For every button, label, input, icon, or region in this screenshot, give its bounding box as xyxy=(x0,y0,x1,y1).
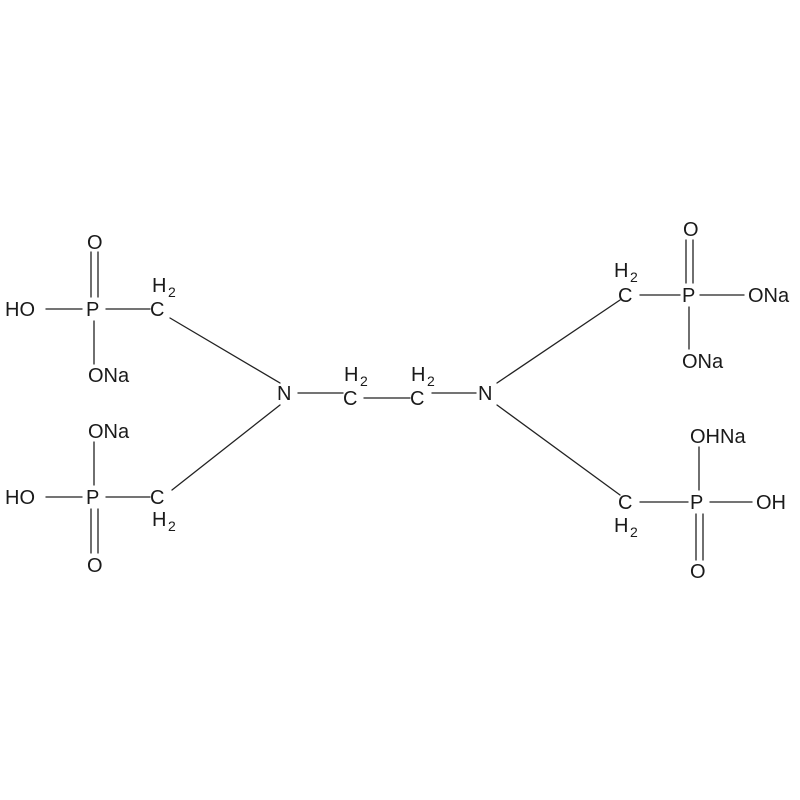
atom-c-ll: C xyxy=(150,487,164,509)
central-bridge: N N C H 2 C H 2 xyxy=(277,364,492,410)
atom-h-sub-ur: 2 xyxy=(630,269,638,285)
atom-p-ul: P xyxy=(86,299,99,321)
atom-h-lr: H xyxy=(614,515,628,537)
atom-h-bridge-left: H xyxy=(344,364,358,386)
atom-o-lr: O xyxy=(690,561,706,583)
atom-c-ul: C xyxy=(150,299,164,321)
bond-nr-c-lr xyxy=(496,404,621,496)
atom-h-ur: H xyxy=(614,260,628,282)
atom-ona-ur-right: ONa xyxy=(748,285,790,307)
atom-h-sub-ul: 2 xyxy=(168,284,176,300)
atom-o-ll: O xyxy=(87,555,103,577)
group-lower-right: C H 2 P OHNa OH O xyxy=(614,426,786,583)
atom-h-sub-bridge-right: 2 xyxy=(427,373,435,389)
bonds xyxy=(45,239,753,561)
atom-h-ll: H xyxy=(152,509,166,531)
group-upper-right: C H 2 P O ONa ONa xyxy=(614,219,790,373)
group-upper-left: C H 2 P O HO ONa xyxy=(5,232,176,387)
atom-n-left: N xyxy=(277,383,291,405)
atom-ona-ll: ONa xyxy=(88,421,130,443)
atom-p-lr: P xyxy=(690,492,703,514)
atom-p-ll: P xyxy=(86,487,99,509)
atom-c-bridge-left: C xyxy=(343,388,357,410)
atom-ohna-lr: OHNa xyxy=(690,426,746,448)
atom-ho-ll: HO xyxy=(5,487,35,509)
atom-h-ul: H xyxy=(152,275,166,297)
atom-c-lr: C xyxy=(618,492,632,514)
atom-p-ur: P xyxy=(682,285,695,307)
atom-ho-ul: HO xyxy=(5,299,35,321)
atom-ona-ul: ONa xyxy=(88,365,130,387)
atom-oh-lr: OH xyxy=(756,492,786,514)
atom-h-sub-ll: 2 xyxy=(168,518,176,534)
atom-o-ul: O xyxy=(87,232,103,254)
bond-nl-c-ll xyxy=(171,404,281,491)
atom-h-sub-lr: 2 xyxy=(630,524,638,540)
atom-ona-ur-down: ONa xyxy=(682,351,724,373)
atom-o-ur: O xyxy=(683,219,699,241)
group-lower-left: C H 2 P ONa HO O xyxy=(5,421,176,577)
atom-n-right: N xyxy=(478,383,492,405)
atom-c-ur: C xyxy=(618,285,632,307)
bond-nl-c-ul xyxy=(169,317,281,384)
bond-nr-c-ur xyxy=(496,299,621,384)
atom-h-sub-bridge-left: 2 xyxy=(360,373,368,389)
atom-c-bridge-right: C xyxy=(410,388,424,410)
atom-h-bridge-right: H xyxy=(411,364,425,386)
